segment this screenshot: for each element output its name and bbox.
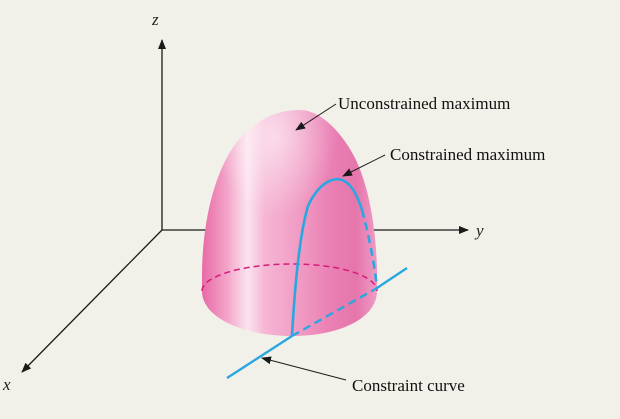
constraint <box>226 267 408 380</box>
surface <box>201 110 378 336</box>
base-ellipse-hidden <box>201 263 378 292</box>
constrained-curve-hidden <box>360 209 379 289</box>
constrained-curve-visible <box>290 177 364 337</box>
dome-shine <box>202 110 377 336</box>
constraint-line-back <box>376 267 408 289</box>
unconstrained-maximum-label: Unconstrained maximum <box>338 94 510 113</box>
constraint-line-front <box>226 334 293 380</box>
leaders <box>261 103 386 381</box>
unconstrained-leader <box>295 103 337 131</box>
x-axis-label: x <box>2 375 11 394</box>
constraint-curve-label: Constraint curve <box>352 376 465 395</box>
constrained-curve <box>290 177 379 337</box>
constraint-leader <box>261 356 347 381</box>
y-axis-label: y <box>474 221 484 240</box>
constraint-line-hidden <box>291 286 378 338</box>
constrained-maximum-label: Constrained maximum <box>390 145 545 164</box>
constrained-leader <box>342 154 386 177</box>
x-axis <box>21 229 163 373</box>
z-axis-label: z <box>151 10 159 29</box>
